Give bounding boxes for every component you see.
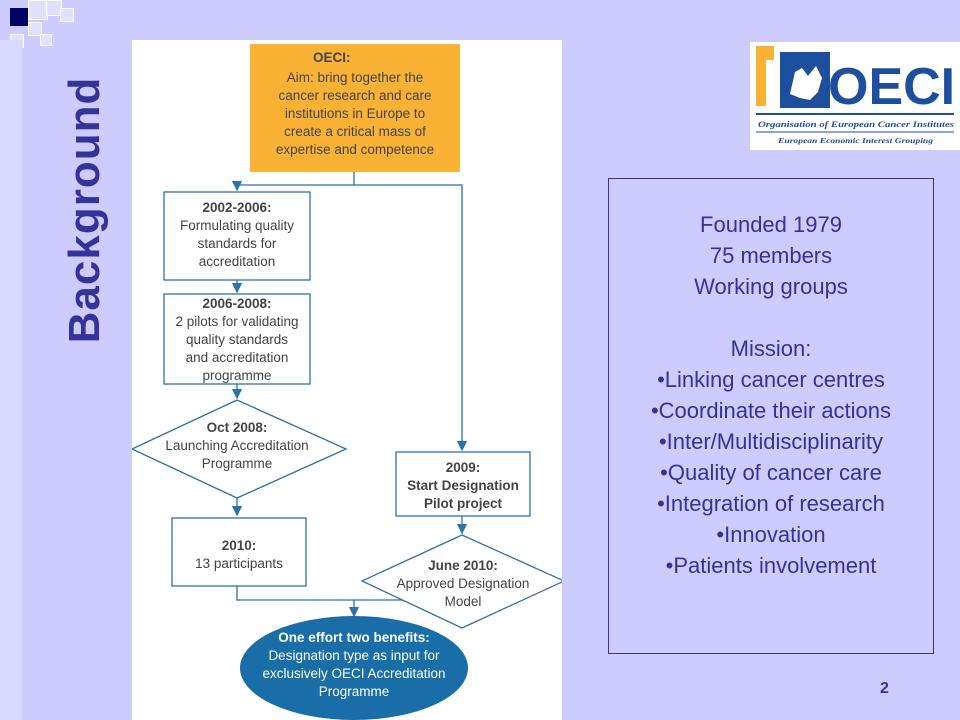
mission-item: •Patients involvement: [665, 553, 877, 578]
svg-text:accreditation: accreditation: [199, 254, 276, 269]
logo-line2: European Economic Interest Grouping: [777, 136, 934, 145]
deco-square: [28, 0, 48, 20]
mission-label: Mission:: [730, 336, 812, 361]
flowchart-svg: OECI: Aim: bring together the cancer res…: [132, 44, 562, 720]
box-2009: 2009: Start Designation Pilot project: [395, 451, 531, 517]
svg-text:and accreditation: and accreditation: [186, 350, 289, 365]
svg-text:Designation type as input for: Designation type as input for: [268, 648, 440, 663]
slide-title: Background: [40, 40, 130, 380]
info-box: Founded 1979 75 members Working groups M…: [608, 178, 934, 654]
deco-square: [60, 8, 74, 22]
svg-text:Oct 2008:: Oct 2008:: [207, 420, 268, 435]
svg-text:2002-2006:: 2002-2006:: [202, 200, 271, 215]
svg-text:programme: programme: [202, 368, 271, 383]
working-groups-text: Working groups: [694, 274, 848, 299]
svg-text:June 2010:: June 2010:: [428, 558, 498, 573]
oeci-logo-svg: OECI Organisation of European Cancer Ins…: [756, 46, 955, 145]
box-2010: 2010: 13 participants: [171, 517, 307, 587]
svg-text:Start Designation: Start Designation: [407, 478, 519, 493]
svg-text:2010:: 2010:: [222, 538, 257, 553]
oeci-line: institutions in Europe to: [285, 106, 425, 121]
deco-square: [40, 34, 52, 46]
svg-text:Pilot project: Pilot project: [424, 496, 503, 511]
svg-text:2006-2008:: 2006-2008:: [202, 296, 271, 311]
oeci-line: create a critical mass of: [284, 124, 426, 139]
connectors: [231, 172, 468, 620]
diamond-oct-2008: Oct 2008: Launching Accreditation Progra…: [132, 399, 348, 499]
deco-square: [28, 22, 42, 36]
deco-square: [10, 8, 28, 26]
oeci-aim-box: OECI: Aim: bring together the cancer res…: [250, 44, 460, 172]
svg-text:Launching Accreditation: Launching Accreditation: [165, 438, 308, 453]
svg-text:Programme: Programme: [319, 684, 390, 699]
oeci-line: Aim: bring together the: [287, 70, 424, 85]
mission-item: •Innovation: [716, 522, 826, 547]
svg-text:Approved Designation: Approved Designation: [397, 576, 530, 591]
mission-item: •Quality of cancer care: [660, 460, 882, 485]
logo-name: OECI: [828, 58, 955, 116]
diamond-june-2010: June 2010: Approved Designation Model: [360, 534, 562, 629]
box-2006-2008: 2006-2008: 2 pilots for validating quali…: [163, 293, 311, 385]
top-bar: [0, 0, 960, 14]
svg-text:exclusively OECI Accreditation: exclusively OECI Accreditation: [262, 666, 445, 681]
svg-text:standards for: standards for: [198, 236, 277, 251]
oeci-logo: OECI Organisation of European Cancer Ins…: [750, 42, 960, 150]
logo-line1: Organisation of European Cancer Institut…: [758, 119, 955, 129]
svg-text:2009:: 2009:: [446, 460, 481, 475]
svg-text:One effort two benefits:: One effort two benefits:: [278, 630, 430, 645]
mission-item: •Inter/Multidisciplinarity: [658, 429, 884, 454]
mission-item: •Integration of research: [657, 491, 885, 516]
svg-text:Model: Model: [445, 594, 482, 609]
founded-text: Founded 1979: [700, 212, 842, 237]
mission-item: •Coordinate their actions: [650, 398, 892, 423]
svg-text:Formulating quality: Formulating quality: [180, 218, 294, 233]
members-text: 75 members: [709, 243, 833, 268]
page-number: 2: [880, 680, 889, 697]
flowchart-panel: OECI: Aim: bring together the cancer res…: [132, 40, 562, 720]
mission-item: •Linking cancer centres: [657, 367, 885, 392]
oeci-line: expertise and competence: [276, 142, 434, 157]
left-bar: [0, 40, 22, 720]
svg-text:Programme: Programme: [202, 456, 273, 471]
oeci-line: cancer research and care: [278, 88, 431, 103]
svg-text:quality standards: quality standards: [186, 332, 288, 347]
ellipse-one-effort: One effort two benefits: Designation typ…: [240, 616, 468, 720]
slide-title-text: Background: [60, 76, 109, 344]
svg-text:OECI:: OECI:: [313, 50, 351, 65]
svg-text:13 participants: 13 participants: [195, 556, 283, 571]
svg-text:2 pilots for validating: 2 pilots for validating: [175, 314, 298, 329]
box-2002-2006: 2002-2006: Formulating quality standards…: [163, 191, 311, 281]
